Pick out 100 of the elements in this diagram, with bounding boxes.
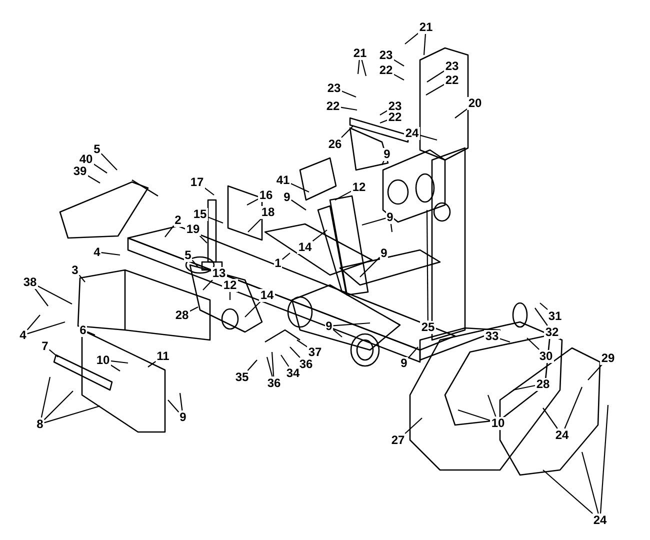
leader-line — [408, 346, 418, 358]
leader-line — [100, 153, 118, 170]
callout-number: 24 — [404, 126, 420, 140]
callout-number: 37 — [307, 346, 323, 358]
callout-number: 30 — [538, 350, 554, 362]
leader-line — [382, 160, 384, 166]
leader-line — [290, 183, 310, 192]
leader-line — [282, 252, 290, 260]
callout-number: 4 — [92, 246, 102, 258]
leader-line — [404, 418, 422, 434]
callout-number: 5 — [92, 142, 102, 156]
leader-line — [357, 59, 360, 74]
callout-number: 36 — [266, 376, 282, 390]
callout-number: 34 — [285, 366, 301, 380]
leader-line — [110, 364, 120, 372]
leader-line — [48, 349, 58, 358]
callout-number: 6 — [78, 324, 88, 336]
leader-line — [202, 279, 214, 290]
callout-number: 14 — [259, 288, 275, 302]
leader-line — [164, 225, 174, 238]
callout-number: 31 — [547, 310, 563, 322]
callout-number: 24 — [554, 428, 570, 442]
callout-number: 23 — [326, 82, 342, 94]
callout-number: 18 — [260, 206, 276, 218]
leader-line — [404, 32, 419, 44]
callout-number: 10 — [490, 416, 506, 430]
callout-number: 16 — [258, 188, 274, 202]
leader-line — [78, 274, 86, 282]
callout-number: 23 — [378, 48, 394, 62]
leader-line — [101, 252, 120, 256]
leader-line — [291, 200, 306, 210]
callout-number: 22 — [444, 74, 460, 86]
leader-line — [26, 314, 40, 330]
callout-number: 7 — [40, 340, 50, 352]
callout-number: 19 — [185, 222, 201, 236]
leader-line — [334, 190, 352, 200]
leader-line — [393, 59, 404, 66]
leader-line — [204, 187, 214, 196]
callout-number: 1 — [274, 256, 282, 270]
leader-line — [280, 354, 290, 367]
leader-line — [426, 84, 445, 96]
leader-line — [542, 470, 593, 514]
leader-line — [333, 322, 370, 326]
callout-number: 11 — [156, 350, 170, 362]
callout-number: 25 — [420, 320, 436, 334]
callout-number: 22 — [325, 100, 341, 112]
leader-line — [426, 70, 445, 82]
leader-line — [208, 216, 224, 224]
callout-number: 9 — [178, 410, 188, 424]
leader-line — [380, 110, 388, 116]
leader-line — [420, 134, 438, 141]
callout-number: 27 — [390, 434, 406, 446]
leader-line — [423, 33, 426, 56]
leader-line — [168, 400, 180, 412]
leader-line — [192, 260, 198, 268]
leader-line — [542, 408, 558, 429]
leader-line — [44, 405, 100, 424]
leader-line — [500, 338, 510, 343]
callout-number: 23 — [444, 60, 460, 72]
callout-number: 14 — [297, 240, 313, 254]
callout-number: 10 — [95, 354, 111, 366]
leader-line — [564, 386, 582, 429]
leader-line — [534, 308, 548, 326]
leader-line — [342, 90, 356, 98]
callout-number: 13 — [211, 266, 227, 280]
callout-number: 38 — [22, 276, 38, 288]
callout-number: 5 — [184, 248, 192, 262]
callout-number: 8 — [36, 418, 44, 430]
leader-line — [34, 288, 48, 306]
leader-line — [179, 392, 183, 411]
callout-number: 21 — [418, 20, 434, 34]
leader-line — [37, 286, 72, 304]
leader-line — [40, 376, 51, 418]
leader-line — [44, 390, 74, 420]
leader-line — [340, 106, 358, 111]
callout-number: 40 — [78, 152, 94, 166]
leader-line — [148, 360, 156, 368]
leader-line — [93, 164, 108, 174]
leader-line — [454, 108, 468, 118]
leader-line — [360, 256, 380, 278]
callout-number: 35 — [234, 370, 250, 384]
leader-line — [247, 360, 258, 371]
leader-line — [393, 74, 404, 80]
callout-number: 28 — [535, 378, 551, 390]
callout-number: 36 — [298, 358, 314, 370]
leader-line — [87, 175, 100, 184]
callout-number: 9 — [282, 190, 292, 204]
leader-line — [600, 404, 609, 514]
callout-number: 2 — [174, 214, 182, 226]
leader-line — [588, 364, 602, 380]
leader-line — [390, 223, 393, 232]
callout-number: 15 — [192, 208, 208, 220]
callout-number: 24 — [592, 514, 608, 526]
callout-number: 9 — [382, 148, 392, 160]
callout-number: 3 — [70, 264, 80, 276]
callout-number: 9 — [324, 320, 334, 332]
callout-number: 33 — [484, 330, 500, 342]
callout-number: 9 — [400, 356, 408, 370]
leader-line — [290, 346, 300, 358]
callout-number: 26 — [327, 138, 343, 150]
